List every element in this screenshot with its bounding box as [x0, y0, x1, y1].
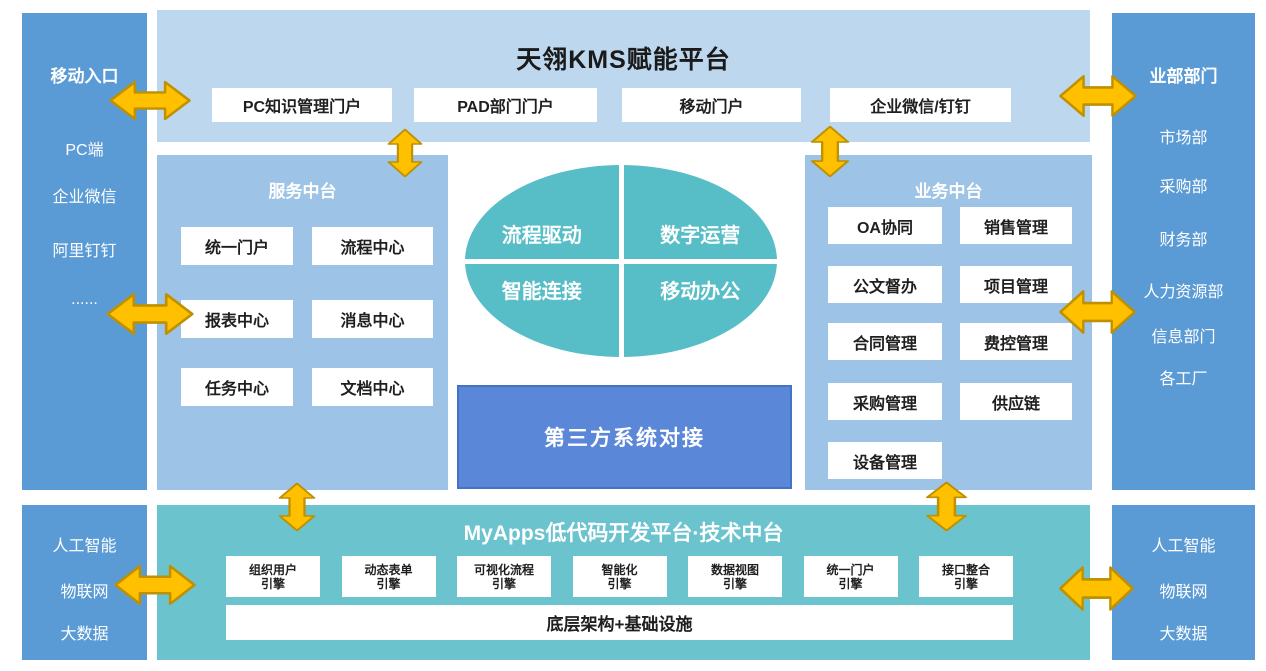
business-box-equipment: 设备管理 [828, 442, 942, 479]
business-box-expense: 费控管理 [960, 323, 1072, 360]
double-arrow-top-business-icon [808, 125, 852, 178]
list-item: 大数据 [1159, 626, 1208, 643]
engine-box-visual-process: 可视化流程 引擎 [457, 556, 551, 597]
business-box-supply-chain: 供应链 [960, 383, 1072, 420]
right-sidebar-departments: 业部部门 市场部 采购部 财务部 人力资源部 信息部门 各工厂 [1112, 13, 1255, 490]
business-box-oa: OA协同 [828, 207, 942, 244]
portal-box-pad: PAD部门门户 [414, 88, 597, 122]
engine-box-interface-integration: 接口整合 引擎 [919, 556, 1013, 597]
double-arrow-right-middle-icon [1058, 287, 1137, 337]
quadrant-process-driven: 流程驱动 [465, 165, 619, 259]
service-box-process-center: 流程中心 [312, 227, 433, 265]
engine-box-data-view: 数据视图 引擎 [688, 556, 782, 597]
list-item: ...... [71, 291, 98, 308]
list-item: 阿里钉钉 [52, 243, 117, 260]
double-arrow-service-bottom-icon [276, 482, 318, 532]
list-item: 财务部 [1159, 232, 1208, 249]
list-item: 人力资源部 [1143, 284, 1224, 301]
quadrant-digital-operation: 数字运营 [623, 165, 777, 259]
quadrant-mobile-office: 移动办公 [623, 263, 777, 357]
business-box-sales: 销售管理 [960, 207, 1072, 244]
bottom-panel-title: MyApps低代码开发平台·技术中台 [463, 522, 784, 545]
business-box-official-doc: 公文督办 [828, 266, 942, 303]
list-item: 采购部 [1159, 179, 1208, 196]
double-arrow-business-bottom-icon [923, 481, 970, 532]
list-item: 人工智能 [1151, 538, 1216, 555]
list-item: 人工智能 [52, 538, 117, 555]
kms-platform-panel: 天翎KMS赋能平台 PC知识管理门户 PAD部门门户 移动门户 企业微信/钉钉 [157, 10, 1090, 142]
quadrant-intelligent-connection: 智能连接 [465, 263, 619, 357]
list-item: 信息部门 [1151, 329, 1216, 346]
double-arrow-left-middle-icon [105, 290, 195, 338]
portal-box-wechat-dingtalk: 企业微信/钉钉 [830, 88, 1011, 122]
capability-ellipse: 流程驱动 数字运营 智能连接 移动办公 [465, 165, 777, 357]
list-item: 物联网 [60, 584, 109, 601]
business-box-contract: 合同管理 [828, 323, 942, 360]
list-item: 物联网 [1159, 584, 1208, 601]
business-box-project: 项目管理 [960, 266, 1072, 303]
portal-box-mobile: 移动门户 [622, 88, 801, 122]
list-item: 市场部 [1159, 130, 1208, 147]
double-arrow-bottom-left-icon [113, 562, 197, 608]
service-box-document-center: 文档中心 [312, 368, 433, 406]
foundation-bar: 底层架构+基础设施 [226, 605, 1013, 640]
engine-box-intelligent: 智能化 引擎 [572, 556, 667, 597]
engine-row: 组织用户 引擎 动态表单 引擎 可视化流程 引擎 智能化 引擎 数据视图 引擎 … [226, 556, 1013, 597]
engine-box-unified-portal: 统一门户 引擎 [803, 556, 898, 597]
service-box-report-center: 报表中心 [181, 300, 293, 338]
service-box-message-center: 消息中心 [312, 300, 433, 338]
service-box-unified-portal: 统一门户 [181, 227, 293, 265]
third-party-integration-box: 第三方系统对接 [457, 385, 792, 489]
business-middle-platform-panel: 业务中台 OA协同 销售管理 公文督办 项目管理 合同管理 费控管理 采购管理 … [805, 155, 1092, 490]
list-item: 大数据 [60, 626, 109, 643]
double-arrow-left-top-icon [108, 78, 192, 123]
list-item: 各工厂 [1159, 371, 1208, 388]
double-arrow-bottom-right-icon [1058, 563, 1135, 614]
double-arrow-top-service-icon [385, 128, 425, 178]
page-title: 天翎KMS赋能平台 [516, 46, 731, 74]
right-sidebar-title: 业部部门 [1149, 67, 1218, 86]
business-box-procurement: 采购管理 [828, 383, 942, 420]
service-box-task-center: 任务中心 [181, 368, 293, 406]
double-arrow-right-top-icon [1058, 72, 1138, 120]
left-sidebar-title: 移动入口 [50, 67, 119, 86]
bottom-right-sidebar-tech: 人工智能 物联网 大数据 [1112, 505, 1255, 660]
list-item: PC端 [65, 142, 104, 159]
engine-box-org-user: 组织用户 引擎 [226, 556, 320, 597]
service-middle-platform-panel: 服务中台 统一门户 流程中心 报表中心 消息中心 任务中心 文档中心 [157, 155, 448, 490]
myapps-tech-platform-panel: MyApps低代码开发平台·技术中台 组织用户 引擎 动态表单 引擎 可视化流程… [157, 505, 1090, 660]
list-item: 企业微信 [52, 189, 117, 206]
portal-box-pc-knowledge: PC知识管理门户 [212, 88, 392, 122]
service-panel-title: 服务中台 [268, 182, 337, 201]
engine-box-dynamic-form: 动态表单 引擎 [341, 556, 436, 597]
business-panel-title: 业务中台 [914, 182, 983, 201]
